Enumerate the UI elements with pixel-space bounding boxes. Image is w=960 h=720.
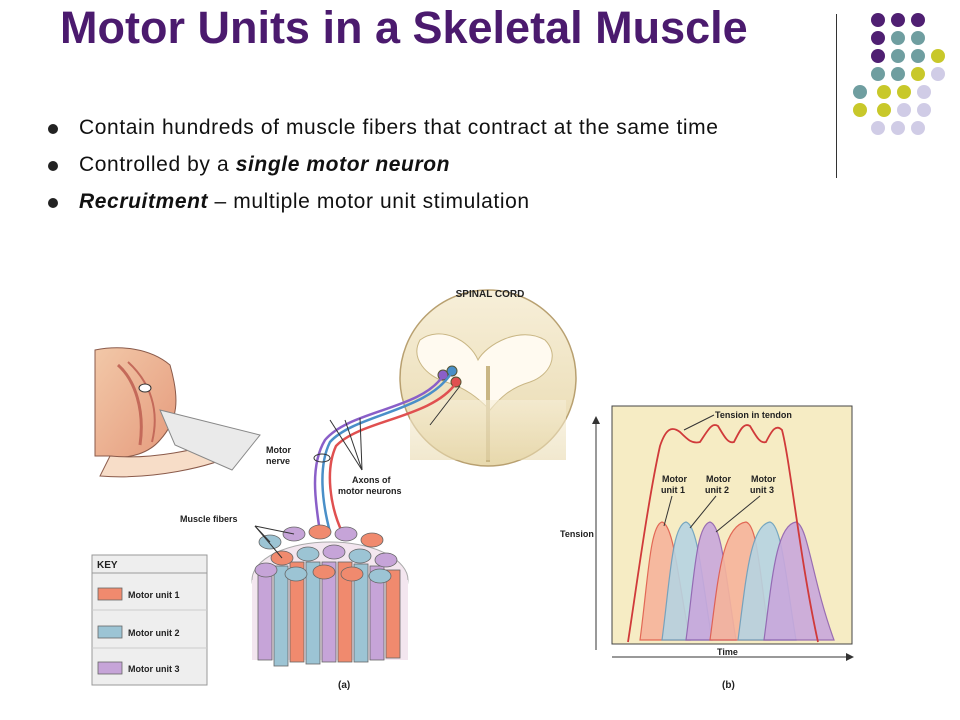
key-label-motor-unit-3: Motor unit 3 bbox=[128, 664, 180, 674]
decorative-divider bbox=[836, 14, 837, 178]
decorative-dot bbox=[871, 67, 885, 81]
decorative-dot bbox=[917, 103, 931, 117]
decorative-dot bbox=[891, 31, 905, 45]
decorative-dot bbox=[891, 121, 905, 135]
decorative-dot bbox=[911, 121, 925, 135]
decorative-dot-grid bbox=[853, 13, 945, 135]
decorative-dot bbox=[897, 85, 911, 99]
decorative-dot bbox=[891, 67, 905, 81]
decorative-dot bbox=[871, 31, 885, 45]
key-title: KEY bbox=[97, 560, 118, 571]
tension-in-tendon-label: Tension in tendon bbox=[715, 410, 792, 420]
muscle-fibers-label: Muscle fibers bbox=[180, 514, 238, 524]
bullet-emphasis: Recruitment bbox=[79, 190, 209, 213]
motor-unit-figure: SPINAL CORD bbox=[91, 289, 854, 691]
spinal-cord-label: SPINAL CORD bbox=[456, 289, 525, 300]
motor-unit-twitch-curves bbox=[639, 521, 835, 641]
decorative-dot bbox=[877, 85, 891, 99]
caption-b: (b) bbox=[722, 680, 735, 691]
y-axis-label: Tension bbox=[560, 529, 594, 539]
decorative-dot bbox=[931, 67, 945, 81]
decorative-dot bbox=[853, 103, 867, 117]
key-label-motor-unit-2: Motor unit 2 bbox=[128, 628, 180, 638]
tension-in-tendon-curve bbox=[627, 424, 819, 643]
motor-unit-key: KEY Motor unit 1 Motor unit 2 Motor unit… bbox=[91, 554, 208, 686]
arm-illustration bbox=[94, 347, 261, 478]
key-swatch-motor-unit-3 bbox=[97, 661, 123, 675]
key-swatch-motor-unit-1 bbox=[97, 587, 123, 601]
decorative-dot bbox=[911, 67, 925, 81]
axon-leader-lines bbox=[329, 417, 363, 471]
decorative-dot bbox=[897, 103, 911, 117]
panel-a: SPINAL CORD bbox=[91, 289, 577, 691]
bullet-list: Contain hundreds of muscle fibers that c… bbox=[48, 116, 868, 227]
bullet-item: Contain hundreds of muscle fibers that c… bbox=[48, 116, 868, 139]
decorative-dot bbox=[891, 13, 905, 27]
bullet-text: Controlled by a bbox=[79, 153, 236, 176]
bullet-text: – multiple motor unit stimulation bbox=[208, 190, 530, 213]
motor-nerve bbox=[313, 371, 461, 533]
decorative-dot bbox=[871, 49, 885, 63]
key-label-motor-unit-1: Motor unit 1 bbox=[128, 590, 180, 600]
bullet-text: Contain hundreds of muscle fibers that c… bbox=[79, 116, 719, 139]
decorative-dot bbox=[871, 13, 885, 27]
x-axis-label: Time bbox=[717, 647, 738, 657]
muscle-bundle bbox=[251, 524, 409, 667]
spinal-cord: SPINAL CORD bbox=[399, 289, 577, 467]
decorative-dot bbox=[891, 49, 905, 63]
fiber-leader-lines bbox=[254, 525, 295, 559]
caption-a: (a) bbox=[338, 680, 350, 691]
decorative-dot bbox=[917, 85, 931, 99]
decorative-dot bbox=[871, 121, 885, 135]
decorative-dot bbox=[853, 85, 867, 99]
bullet-item: Recruitment – multiple motor unit stimul… bbox=[48, 190, 868, 213]
bullet-item: Controlled by a single motor neuron bbox=[48, 153, 868, 176]
decorative-dot bbox=[911, 31, 925, 45]
slide-title: Motor Units in a Skeletal Muscle bbox=[60, 2, 748, 53]
decorative-dot bbox=[911, 13, 925, 27]
decorative-dot bbox=[877, 103, 891, 117]
key-swatch-motor-unit-2 bbox=[97, 625, 123, 639]
decorative-dot bbox=[911, 49, 925, 63]
decorative-dot bbox=[931, 49, 945, 63]
bullet-emphasis: single motor neuron bbox=[235, 153, 451, 176]
